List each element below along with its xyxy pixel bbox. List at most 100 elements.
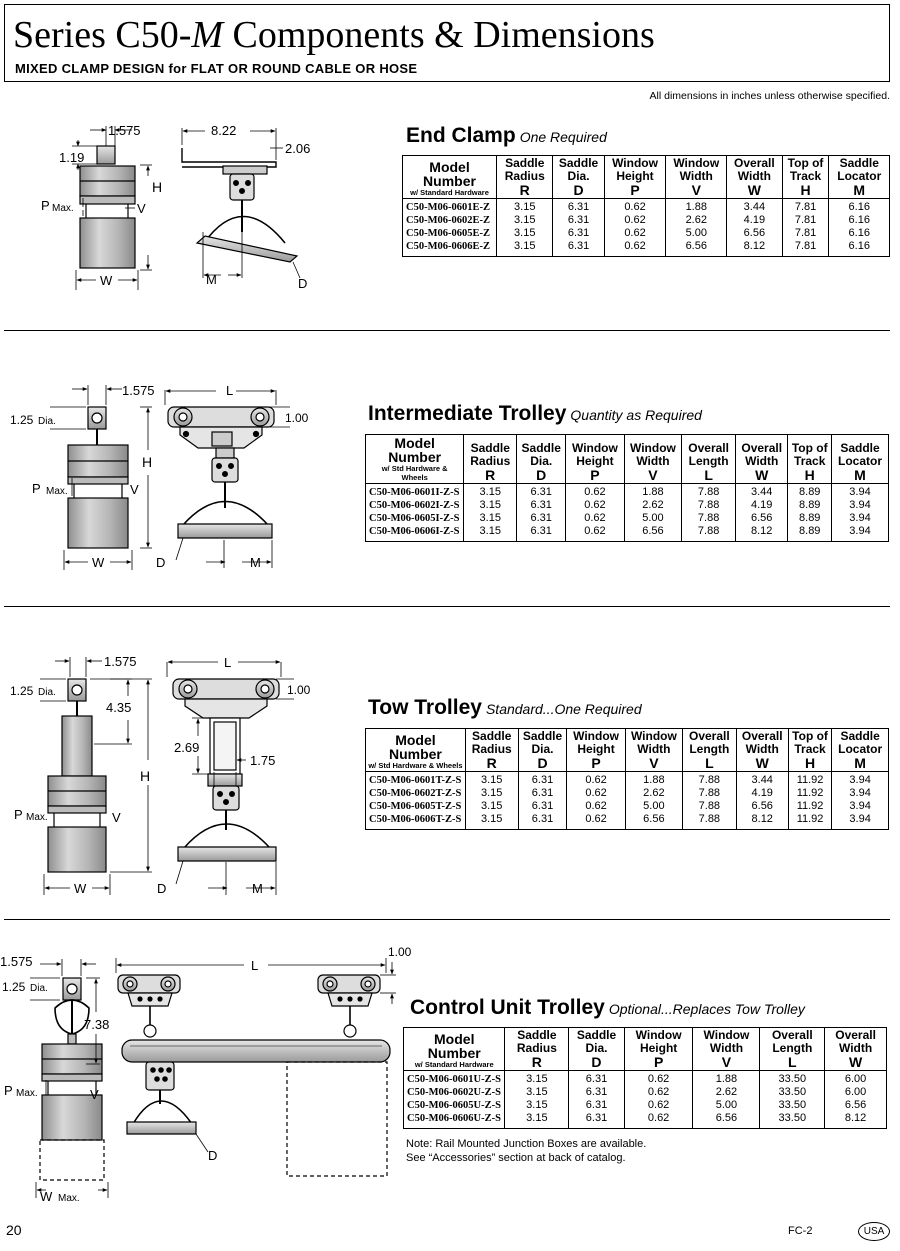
page-header: Series C50-M Components & Dimensions MIX… bbox=[4, 4, 890, 82]
value-cell: 6.31 bbox=[552, 240, 605, 257]
value-cell: 6.31 bbox=[552, 227, 605, 240]
model-number-cell: C50-M06-0601T-Z-S bbox=[365, 771, 466, 787]
svg-text:P: P bbox=[32, 481, 41, 496]
svg-text:D: D bbox=[157, 881, 166, 896]
value-cell: 1.88 bbox=[665, 198, 728, 214]
junction-box-note: Note: Rail Mounted Junction Boxes are av… bbox=[406, 1138, 647, 1164]
svg-text:H: H bbox=[152, 179, 162, 195]
section-divider bbox=[4, 919, 890, 920]
value-cell: 3.94 bbox=[831, 771, 889, 787]
model-number-cell: C50-M06-0605I-Z-S bbox=[364, 512, 465, 525]
tow-trolley-drawing: 1.575 1.25 Dia. 4.35 H P Max. V W bbox=[10, 654, 311, 896]
value-cell: 6.31 bbox=[517, 771, 568, 787]
svg-text:Max.: Max. bbox=[46, 486, 68, 497]
header-col-2: Saddle Dia.D bbox=[552, 155, 605, 199]
page-number: 20 bbox=[6, 1222, 22, 1238]
value-cell: 6.31 bbox=[517, 787, 568, 800]
value-cell: 0.62 bbox=[566, 787, 626, 800]
value-cell: 4.19 bbox=[735, 787, 789, 800]
usa-badge: USA bbox=[858, 1222, 890, 1241]
value-cell: 8.89 bbox=[787, 499, 833, 512]
svg-text:W: W bbox=[40, 1189, 53, 1204]
value-cell: 6.31 bbox=[516, 483, 567, 499]
svg-text:P: P bbox=[14, 807, 23, 822]
value-cell: 11.92 bbox=[787, 800, 833, 813]
value-cell: 3.15 bbox=[496, 227, 554, 240]
value-cell: 7.88 bbox=[681, 483, 736, 499]
value-cell: 6.00 bbox=[824, 1086, 887, 1099]
value-cell: 3.44 bbox=[726, 198, 783, 214]
svg-text:L: L bbox=[251, 958, 258, 973]
value-cell: 11.92 bbox=[787, 813, 833, 830]
svg-text:1.25: 1.25 bbox=[10, 684, 34, 698]
value-cell: 33.50 bbox=[759, 1086, 826, 1099]
value-cell: 0.62 bbox=[565, 512, 625, 525]
value-cell: 1.88 bbox=[624, 771, 684, 787]
svg-text:1.75: 1.75 bbox=[250, 753, 275, 768]
value-cell: 3.94 bbox=[831, 512, 889, 525]
svg-text:L: L bbox=[226, 383, 233, 398]
value-cell: 3.94 bbox=[831, 525, 889, 542]
svg-text:W: W bbox=[74, 881, 87, 896]
svg-text:H: H bbox=[140, 768, 150, 784]
value-cell: 3.94 bbox=[831, 813, 889, 830]
svg-text:P: P bbox=[41, 198, 50, 213]
value-cell: 0.62 bbox=[603, 214, 667, 227]
value-cell: 6.31 bbox=[552, 198, 605, 214]
value-cell: 6.31 bbox=[516, 525, 567, 542]
svg-text:1.00: 1.00 bbox=[388, 945, 412, 959]
svg-text:D: D bbox=[156, 555, 165, 570]
value-cell: 8.89 bbox=[787, 483, 833, 499]
svg-text:M: M bbox=[206, 272, 217, 287]
value-cell: 7.88 bbox=[681, 499, 736, 512]
svg-text:L: L bbox=[224, 655, 231, 670]
value-cell: 6.56 bbox=[734, 512, 789, 525]
value-cell: 0.62 bbox=[566, 800, 626, 813]
value-cell: 7.81 bbox=[781, 214, 830, 227]
svg-text:M: M bbox=[252, 881, 263, 896]
value-cell: 3.15 bbox=[504, 1070, 570, 1086]
header-col-2: Saddle Dia.D bbox=[568, 1027, 625, 1071]
svg-text:V: V bbox=[137, 201, 146, 216]
model-number-cell: C50-M06-0605U-Z-S bbox=[402, 1099, 506, 1112]
svg-text:V: V bbox=[112, 810, 121, 825]
svg-text:Dia.: Dia. bbox=[30, 983, 48, 994]
model-number-cell: C50-M06-0601U-Z-S bbox=[402, 1070, 506, 1086]
value-cell: 6.31 bbox=[516, 499, 567, 512]
svg-text:1.00: 1.00 bbox=[285, 411, 309, 425]
value-cell: 2.62 bbox=[623, 499, 683, 512]
value-cell: 6.56 bbox=[665, 240, 728, 257]
svg-text:P: P bbox=[4, 1083, 13, 1098]
value-cell: 0.62 bbox=[566, 813, 626, 830]
catalog-code: FC-2 bbox=[788, 1225, 813, 1237]
intermediate-trolley-drawing: 1.575 1.25 Dia. H P Max. V W L 1.00 bbox=[10, 383, 309, 570]
value-cell: 6.31 bbox=[516, 512, 567, 525]
page-title: Series C50-M Components & Dimensions bbox=[13, 14, 655, 56]
svg-text:D: D bbox=[208, 1148, 217, 1163]
value-cell: 11.92 bbox=[787, 771, 833, 787]
value-cell: 7.88 bbox=[682, 771, 737, 787]
value-cell: 7.88 bbox=[682, 787, 737, 800]
